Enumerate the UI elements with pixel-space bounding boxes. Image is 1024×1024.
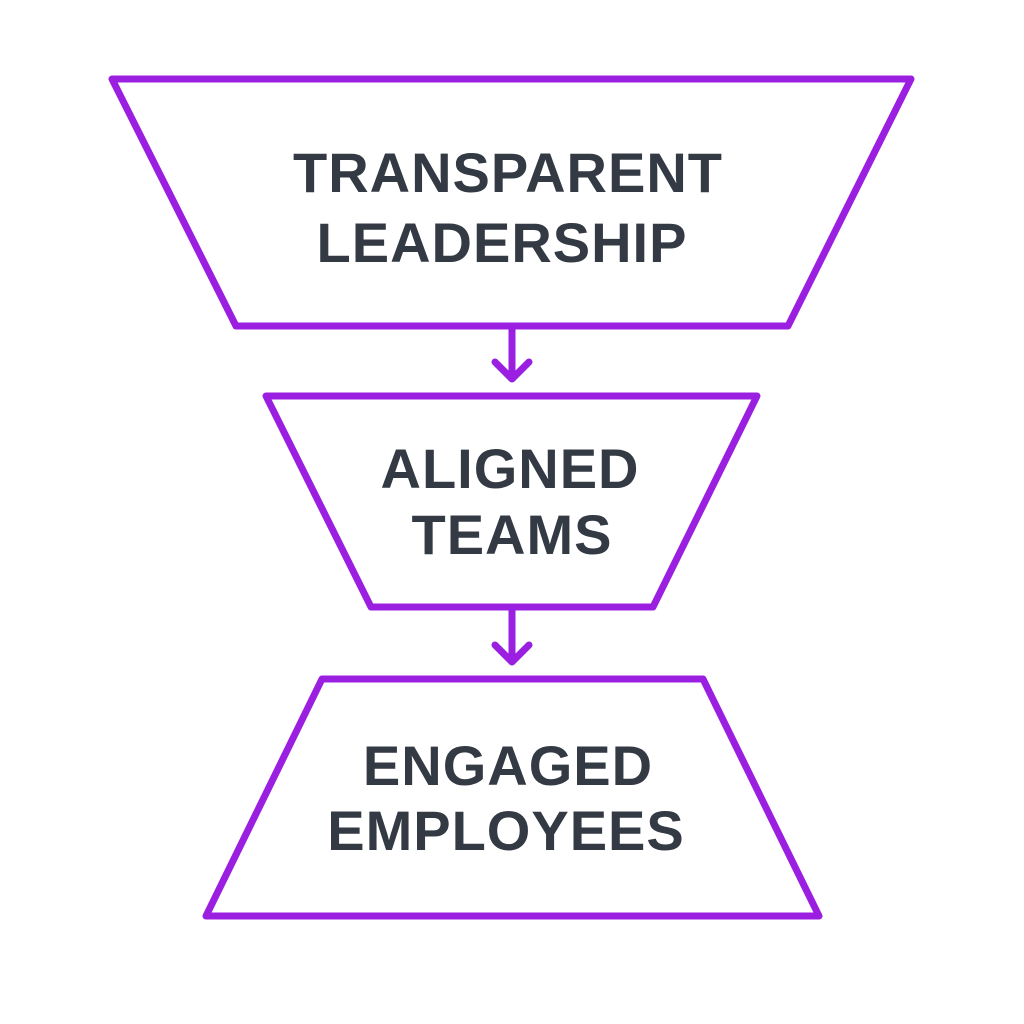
edge-teams-to-employees	[491, 603, 533, 666]
node-transparent-leadership-shape	[108, 75, 915, 330]
node-aligned-teams-shape	[262, 392, 761, 611]
node-engaged-employees: ENGAGED EMPLOYEES	[202, 675, 823, 920]
node-aligned-teams: ALIGNED TEAMS	[262, 392, 761, 611]
node-engaged-employees-shape	[202, 675, 823, 920]
node-engaged-employees-label-line-1: ENGAGED	[363, 734, 653, 797]
node-aligned-teams-label-line-2: TEAMS	[412, 503, 613, 566]
edge-leadership-to-teams	[491, 322, 533, 383]
edge-leadership-to-teams-arrowhead	[491, 358, 533, 383]
node-transparent-leadership: TRANSPARENT LEADERSHIP	[108, 75, 915, 330]
node-transparent-leadership-label-line-2: LEADERSHIP	[317, 211, 688, 274]
node-aligned-teams-label-line-1: ALIGNED	[381, 437, 640, 500]
node-engaged-employees-label-line-2: EMPLOYEES	[327, 799, 685, 862]
edge-teams-to-employees-arrowhead	[491, 641, 533, 666]
node-transparent-leadership-label-line-1: TRANSPARENT	[293, 141, 723, 204]
